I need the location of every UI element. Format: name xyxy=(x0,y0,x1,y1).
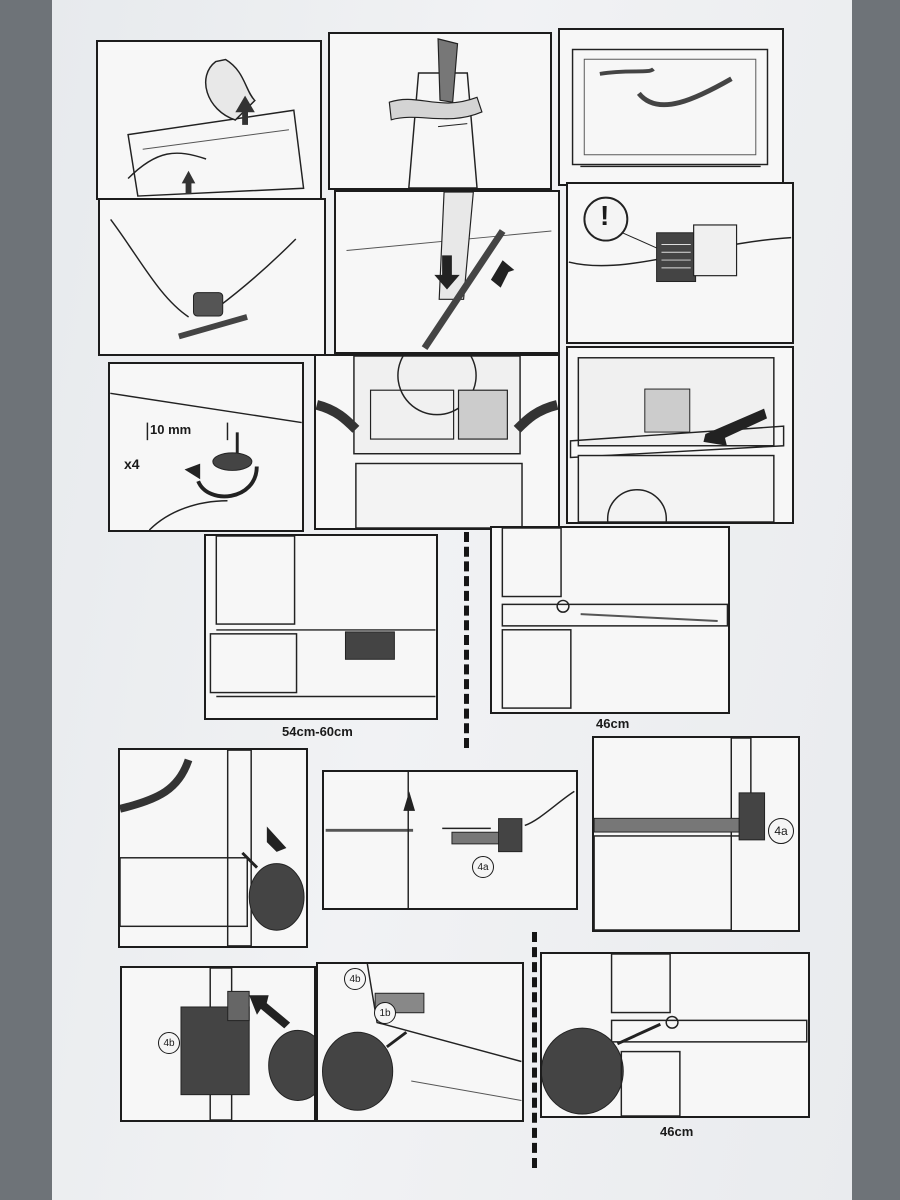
arrow-icon xyxy=(703,408,767,446)
step-panel-4 xyxy=(98,198,326,356)
step-panel-2 xyxy=(328,32,552,190)
illustration-buckle xyxy=(110,219,297,340)
illustration-clip-warning xyxy=(568,196,792,283)
illustration-strap-pull xyxy=(346,192,552,350)
step-panel-14: 4b 1b xyxy=(316,962,524,1122)
screwdriver-icon xyxy=(437,38,459,103)
divider-dashed-lower xyxy=(532,932,537,1168)
arrow-icon xyxy=(403,791,416,811)
part-badge-4a: 4a xyxy=(768,818,794,844)
illustration-fix-bracket-4b xyxy=(180,968,314,1120)
screwdriver-icon xyxy=(248,863,305,931)
illustration-variant-b xyxy=(501,528,728,709)
illustration-foot-adjust xyxy=(110,392,302,530)
illustration-lift-dryer xyxy=(316,356,558,528)
variant-caption-46-a: 46cm xyxy=(596,716,630,731)
illustration-variant-a xyxy=(209,536,436,698)
illustration-strap-removal xyxy=(127,58,305,197)
step-panel-7: 10 mm x4 xyxy=(108,362,304,532)
arrow-icon xyxy=(181,170,196,195)
part-badge-1b: 1b xyxy=(374,1002,396,1024)
part-badge-4a-inline: 4a xyxy=(472,856,494,878)
part-badge-4b: 4b xyxy=(158,1032,180,1054)
variant-caption-46-b: 46cm xyxy=(660,1124,694,1139)
arrow-icon xyxy=(434,255,460,290)
arrow-icon xyxy=(266,826,287,852)
part-badge-4b-small: 4b xyxy=(344,968,366,990)
quantity-label: x4 xyxy=(124,456,140,472)
hand-icon xyxy=(524,790,575,827)
variant-caption-54-60: 54cm-60cm xyxy=(282,724,353,739)
illustration-slide-dryer xyxy=(569,357,785,522)
illustration-remove-screws xyxy=(120,750,305,946)
arrow-icon xyxy=(490,260,515,288)
illustration-stand-frame xyxy=(571,48,769,168)
step-panel-9 xyxy=(566,346,794,524)
warning-icon xyxy=(583,196,629,242)
illustration-bracket-mounted xyxy=(594,738,766,930)
step-panel-3 xyxy=(558,28,784,186)
screwdriver-icon xyxy=(542,1027,624,1115)
warning-symbol: ! xyxy=(600,200,610,231)
illustration-fix-bracket-1b xyxy=(322,964,522,1111)
arrow-icon xyxy=(249,995,291,1029)
step-panel-11: 4a xyxy=(322,770,578,910)
variant-panel-46-lower xyxy=(540,952,810,1118)
step-panel-13: 4b xyxy=(120,966,316,1122)
step-panel-1 xyxy=(96,40,322,200)
step-panel-5 xyxy=(334,190,560,354)
buckle-icon xyxy=(192,292,224,317)
hand-icon xyxy=(148,499,228,530)
variant-panel-54-60 xyxy=(204,534,438,720)
screwdriver-icon xyxy=(268,1029,314,1101)
distance-label: 10 mm xyxy=(150,422,192,437)
step-panel-8 xyxy=(314,354,560,530)
rotate-arrow-icon xyxy=(196,466,259,499)
screwdriver-icon xyxy=(322,1031,394,1111)
variant-panel-46 xyxy=(490,526,730,714)
illustration-variant-c xyxy=(542,954,808,1116)
divider-dashed xyxy=(464,532,469,748)
step-panel-12: 4a xyxy=(592,736,800,932)
step-panel-10 xyxy=(118,748,308,948)
step-panel-6: ! xyxy=(566,182,794,344)
illustration-insert-bracket xyxy=(325,772,575,908)
arrow-icon xyxy=(235,95,255,125)
illustration-cutting-strap xyxy=(388,38,483,188)
instruction-sheet: ! 10 mm x4 xyxy=(52,0,852,1200)
